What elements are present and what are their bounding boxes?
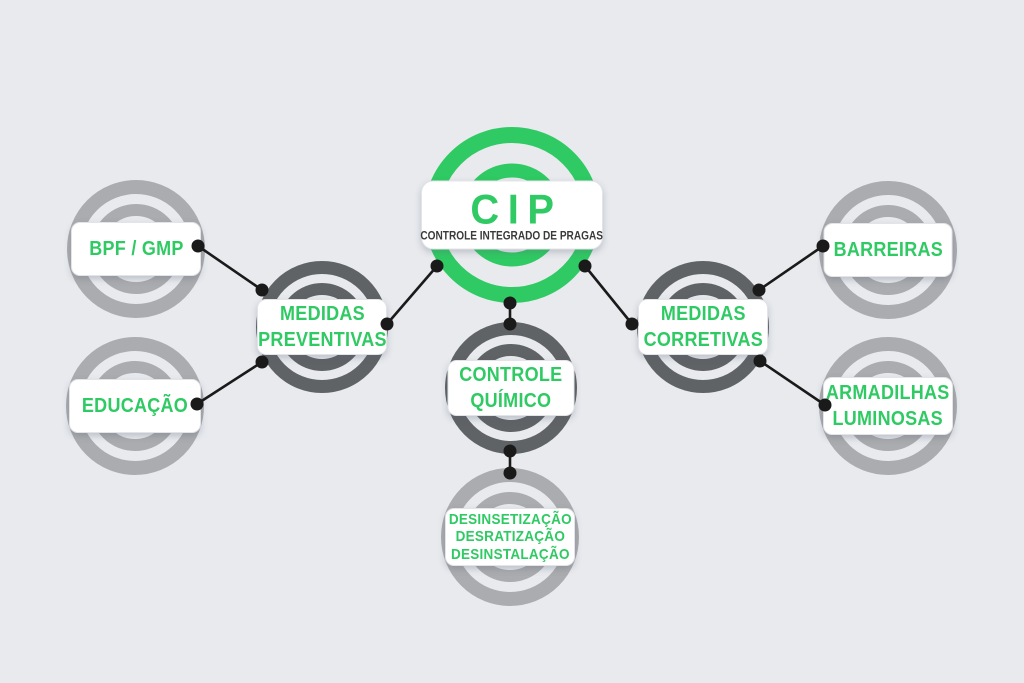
node-label: CONTROLE QUÍMICO: [459, 364, 563, 412]
node-label: BARREIRAS: [833, 239, 943, 261]
cip-subtitle: CONTROLE INTEGRADO DE PRAGAS: [420, 228, 604, 243]
label-box-cip: CIP CONTROLE INTEGRADO DE PRAGAS: [420, 180, 604, 250]
connector-medidas-preventivas-to-cip: [380, 259, 444, 331]
node-label: BPF / GMP: [88, 238, 184, 260]
label-box-barreiras: BARREIRAS: [823, 223, 953, 277]
label-box-desinsetizacao: DESINSETIZAÇÃO DESRATIZAÇÃO DESINSTALAÇÃ…: [445, 508, 575, 566]
label-box-medidas-corretivas: MEDIDAS CORRETIVAS: [638, 299, 768, 355]
node-label: DESINSETIZAÇÃO DESRATIZAÇÃO DESINSTALAÇÃ…: [448, 510, 572, 563]
cip-title: CIP: [470, 185, 563, 233]
label-box-controle-quimico: CONTROLE QUÍMICO: [447, 360, 575, 416]
node-label: MEDIDAS CORRETIVAS: [643, 303, 763, 351]
node-label: EDUCAÇÃO: [81, 395, 189, 417]
connector-cip-to-medidas-corretivas: [578, 259, 639, 331]
label-box-armadilhas-luminosas: ARMADILHAS LUMINOSAS: [823, 377, 953, 435]
node-label: ARMADILHAS LUMINOSAS: [826, 382, 950, 430]
label-box-bpf-gmp: BPF / GMP: [71, 222, 201, 276]
label-box-medidas-preventivas: MEDIDAS PREVENTIVAS: [257, 299, 387, 355]
label-box-educacao: EDUCAÇÃO: [69, 379, 201, 433]
connector-medidas-corretivas-to-barreiras: [752, 239, 830, 297]
node-label: MEDIDAS PREVENTIVAS: [257, 303, 387, 351]
